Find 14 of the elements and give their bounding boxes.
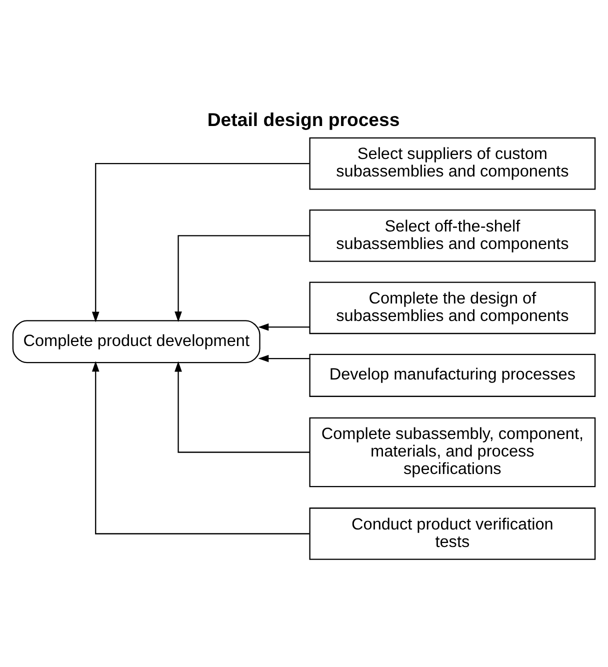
node-box: Complete product development: [12, 320, 260, 364]
arrow: [174, 361, 310, 453]
node-box: Select suppliers of custom subassemblies and components: [309, 137, 596, 190]
arrow: [174, 235, 310, 322]
node-box: Select off-the-shelf subassemblies and components: [309, 210, 596, 262]
node-box: Complete the design of subassemblies and components: [309, 282, 596, 334]
arrow: [258, 354, 310, 362]
arrow: [258, 323, 310, 331]
arrow: [92, 162, 310, 322]
diagram-title: Detail design process: [207, 109, 400, 130]
node-box: Conduct product verification tests: [309, 508, 596, 560]
node-box: Complete subassembly, component, materials, and process specifications: [309, 417, 596, 488]
node-box: Develop manufacturing processes: [309, 354, 596, 397]
arrow: [92, 361, 310, 534]
